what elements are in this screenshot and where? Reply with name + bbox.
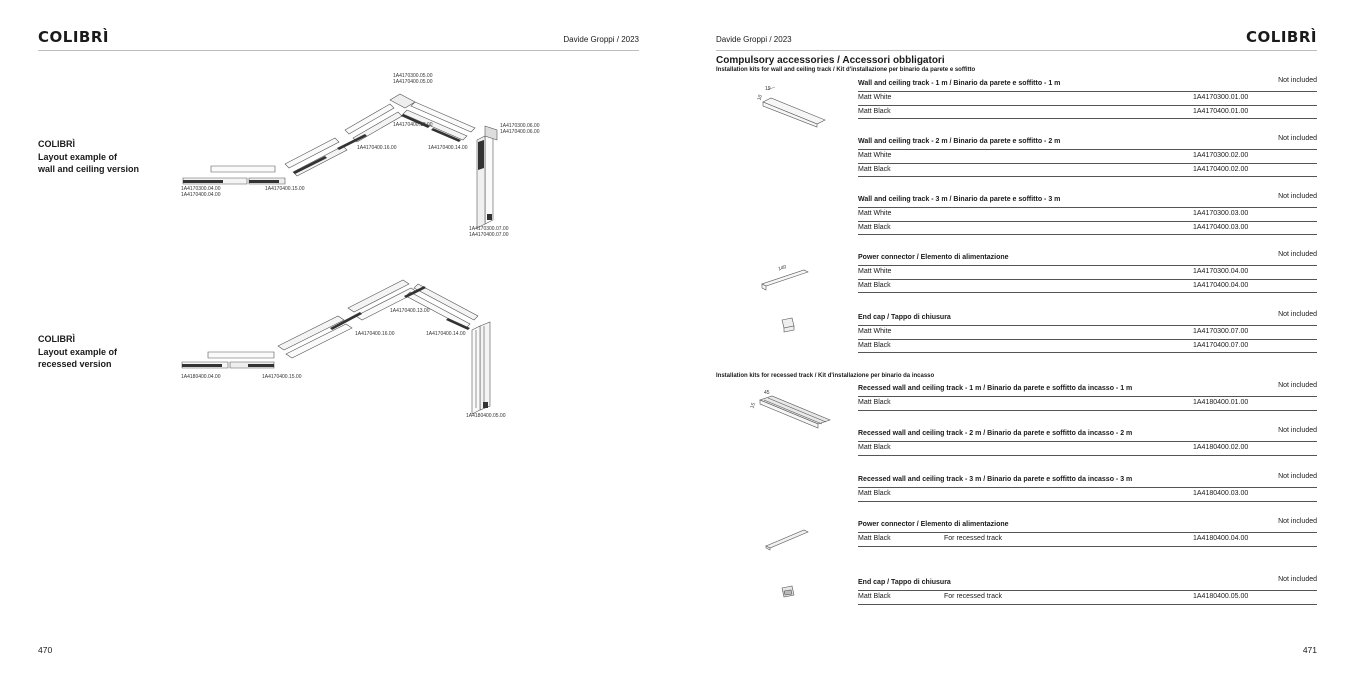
- page-number: 470: [38, 645, 53, 655]
- product-table: Power connector / Elemento di alimentazi…: [858, 251, 1317, 294]
- recessed-power-connector-thumbnail: [765, 529, 809, 551]
- label-code: 1A4170400.13.00: [390, 308, 430, 314]
- header-rule: [716, 50, 1317, 51]
- header-rule: [38, 50, 639, 51]
- dimension-label: 140: [777, 264, 787, 272]
- dimension-label: 19: [765, 86, 771, 92]
- brand-logo: COLIBRÌ: [38, 28, 109, 46]
- product-name-row: Recessed wall and ceiling track - 3 m / …: [858, 473, 1317, 488]
- end-cap-thumbnail: [781, 317, 795, 333]
- track-thumbnail: 19 10: [756, 86, 826, 128]
- dimension-label: 15: [749, 402, 757, 409]
- dimension-label: 45: [764, 390, 770, 396]
- product-name-row: Recessed wall and ceiling track - 1 m / …: [858, 382, 1317, 397]
- label-code: 1A4170400.16.00: [355, 331, 395, 337]
- label-code: 1A4170400.13.00: [393, 122, 433, 128]
- product-table: Wall and ceiling track - 2 m / Binario d…: [858, 135, 1317, 178]
- product-table: Recessed wall and ceiling track - 1 m / …: [858, 382, 1317, 411]
- label-code: 1A4170400.14.00: [428, 145, 468, 151]
- left-page: COLIBRÌ Davide Groppi / 2023 COLIBRÌ Lay…: [0, 0, 677, 677]
- label-code: 1A4170400.15.00: [262, 374, 302, 380]
- layout-title-recessed: COLIBRÌ Layout example of recessed versi…: [38, 334, 118, 369]
- product-name-row: Recessed wall and ceiling track - 2 m / …: [858, 427, 1317, 442]
- label-code: 1A4180400.04.00: [181, 374, 221, 380]
- header-author-year: Davide Groppi / 2023: [716, 35, 792, 44]
- page-number: 471: [1302, 645, 1317, 655]
- product-name-row: Wall and ceiling track - 3 m / Binario d…: [858, 193, 1317, 208]
- recessed-track-thumbnail: 45 15: [749, 390, 831, 429]
- product-name-row: Power connector / Elemento di alimentazi…: [858, 251, 1317, 266]
- label-code: 1A4170400.15.00: [265, 186, 305, 192]
- product-table: Wall and ceiling track - 3 m / Binario d…: [858, 193, 1317, 236]
- power-connector-thumbnail: 140: [761, 264, 809, 291]
- label-code: 1A4180400.05.00: [466, 413, 506, 419]
- brand-logo: COLIBRÌ: [1246, 28, 1317, 46]
- group-subtitle-recessed: Installation kits for recessed track / K…: [716, 373, 935, 379]
- label-code: 1A4170400.14.00: [426, 331, 466, 337]
- product-table: Recessed wall and ceiling track - 3 m / …: [858, 473, 1317, 502]
- layout-title-wall-ceiling: COLIBRÌ Layout example of wall and ceili…: [38, 139, 140, 174]
- product-name-row: Wall and ceiling track - 2 m / Binario d…: [858, 135, 1317, 150]
- product-table: Wall and ceiling track - 1 m / Binario d…: [858, 77, 1317, 120]
- group-subtitle-wall-ceiling: Installation kits for wall and ceiling t…: [716, 67, 976, 73]
- recessed-end-cap-thumbnail: [781, 585, 795, 598]
- product-table: Power connector / Elemento di alimentazi…: [858, 518, 1317, 547]
- product-table: Recessed wall and ceiling track - 2 m / …: [858, 427, 1317, 456]
- product-name-row: Power connector / Elemento di alimentazi…: [858, 518, 1317, 533]
- dimension-label: 10: [756, 94, 764, 101]
- right-page: Davide Groppi / 2023 COLIBRÌ Compulsory …: [678, 0, 1355, 677]
- label-code: 1A4170400.16.00: [357, 145, 397, 151]
- product-name-row: Wall and ceiling track - 1 m / Binario d…: [858, 77, 1317, 92]
- recessed-layout-diagram: [181, 279, 491, 415]
- section-title: Compulsory accessories / Accessori obbli…: [716, 55, 945, 66]
- header-author-year: Davide Groppi / 2023: [563, 35, 639, 44]
- wall-ceiling-layout-diagram: [182, 93, 498, 229]
